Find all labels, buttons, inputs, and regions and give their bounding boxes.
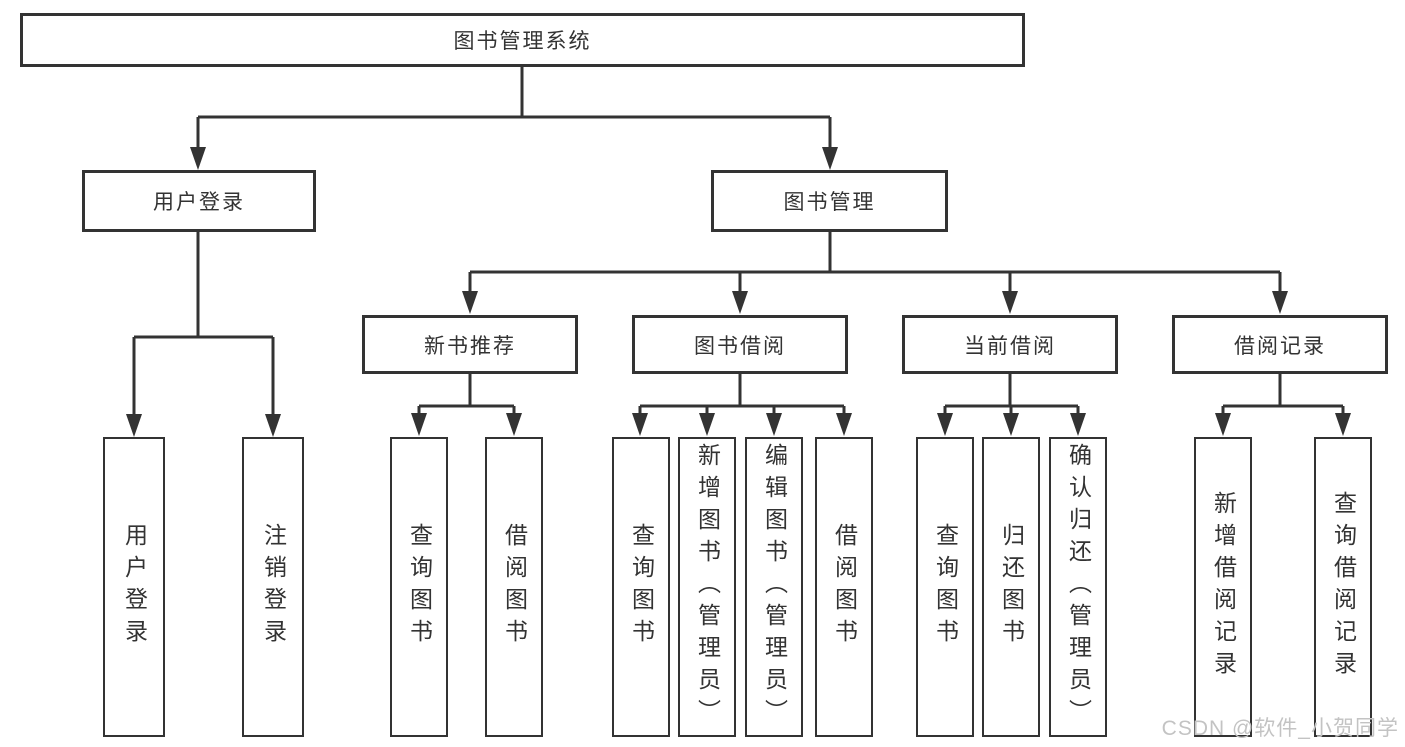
node-library-system-label: 图书管理系统 (453, 30, 592, 53)
leaf-br-query-record-label: 查询借阅记录 (1330, 491, 1357, 683)
node-library-system: 图书管理系统 (20, 13, 1025, 67)
leaf-logout-label: 注销登录 (260, 523, 287, 651)
leaf-user-login-label: 用户登录 (121, 523, 148, 651)
node-book-management-label: 图书管理 (783, 191, 876, 214)
leaf-cb-query-books: 查询图书 (916, 437, 974, 737)
leaf-bb-query-books-label: 查询图书 (628, 523, 655, 651)
node-book-borrow: 图书借阅 (632, 315, 848, 374)
leaf-bb-query-books: 查询图书 (612, 437, 670, 737)
leaf-cb-query-books-label: 查询图书 (932, 523, 959, 651)
node-new-book-recommend: 新书推荐 (362, 315, 578, 374)
leaf-nbr-query-books-label: 查询图书 (406, 523, 433, 651)
node-new-book-recommend-label: 新书推荐 (424, 334, 516, 358)
leaf-logout: 注销登录 (242, 437, 304, 737)
leaf-cb-confirm-return-admin-label: 确认归还（管理员） (1065, 443, 1092, 731)
leaf-bb-add-books-admin-label: 新增图书（管理员） (694, 443, 721, 731)
node-current-borrow-label: 当前借阅 (964, 334, 1056, 358)
leaf-bb-edit-books-admin: 编辑图书（管理员） (745, 437, 803, 737)
node-user-login-label: 用户登录 (153, 191, 245, 214)
leaf-br-add-record: 新增借阅记录 (1194, 437, 1252, 737)
leaf-bb-edit-books-admin-label: 编辑图书（管理员） (761, 443, 788, 731)
leaf-cb-return-books: 归还图书 (982, 437, 1040, 737)
leaf-cb-confirm-return-admin: 确认归还（管理员） (1049, 437, 1107, 737)
leaf-nbr-borrow-books: 借阅图书 (485, 437, 543, 737)
node-book-management: 图书管理 (711, 170, 948, 232)
leaf-br-add-record-label: 新增借阅记录 (1210, 491, 1237, 683)
leaf-nbr-query-books: 查询图书 (390, 437, 448, 737)
csdn-watermark: CSDN @软件_小贺同学 (1161, 717, 1399, 740)
leaf-cb-return-books-label: 归还图书 (998, 523, 1025, 651)
leaf-user-login: 用户登录 (103, 437, 165, 737)
leaf-br-query-record: 查询借阅记录 (1314, 437, 1372, 737)
leaf-nbr-borrow-books-label: 借阅图书 (501, 523, 528, 651)
node-borrow-records-label: 借阅记录 (1234, 334, 1326, 358)
arrowheads (126, 147, 1351, 437)
node-borrow-records: 借阅记录 (1172, 315, 1388, 374)
leaf-bb-borrow-books: 借阅图书 (815, 437, 873, 737)
leaf-bb-borrow-books-label: 借阅图书 (831, 523, 858, 651)
node-current-borrow: 当前借阅 (902, 315, 1118, 374)
node-book-borrow-label: 图书借阅 (694, 334, 786, 358)
node-user-login: 用户登录 (82, 170, 316, 232)
leaf-bb-add-books-admin: 新增图书（管理员） (678, 437, 736, 737)
